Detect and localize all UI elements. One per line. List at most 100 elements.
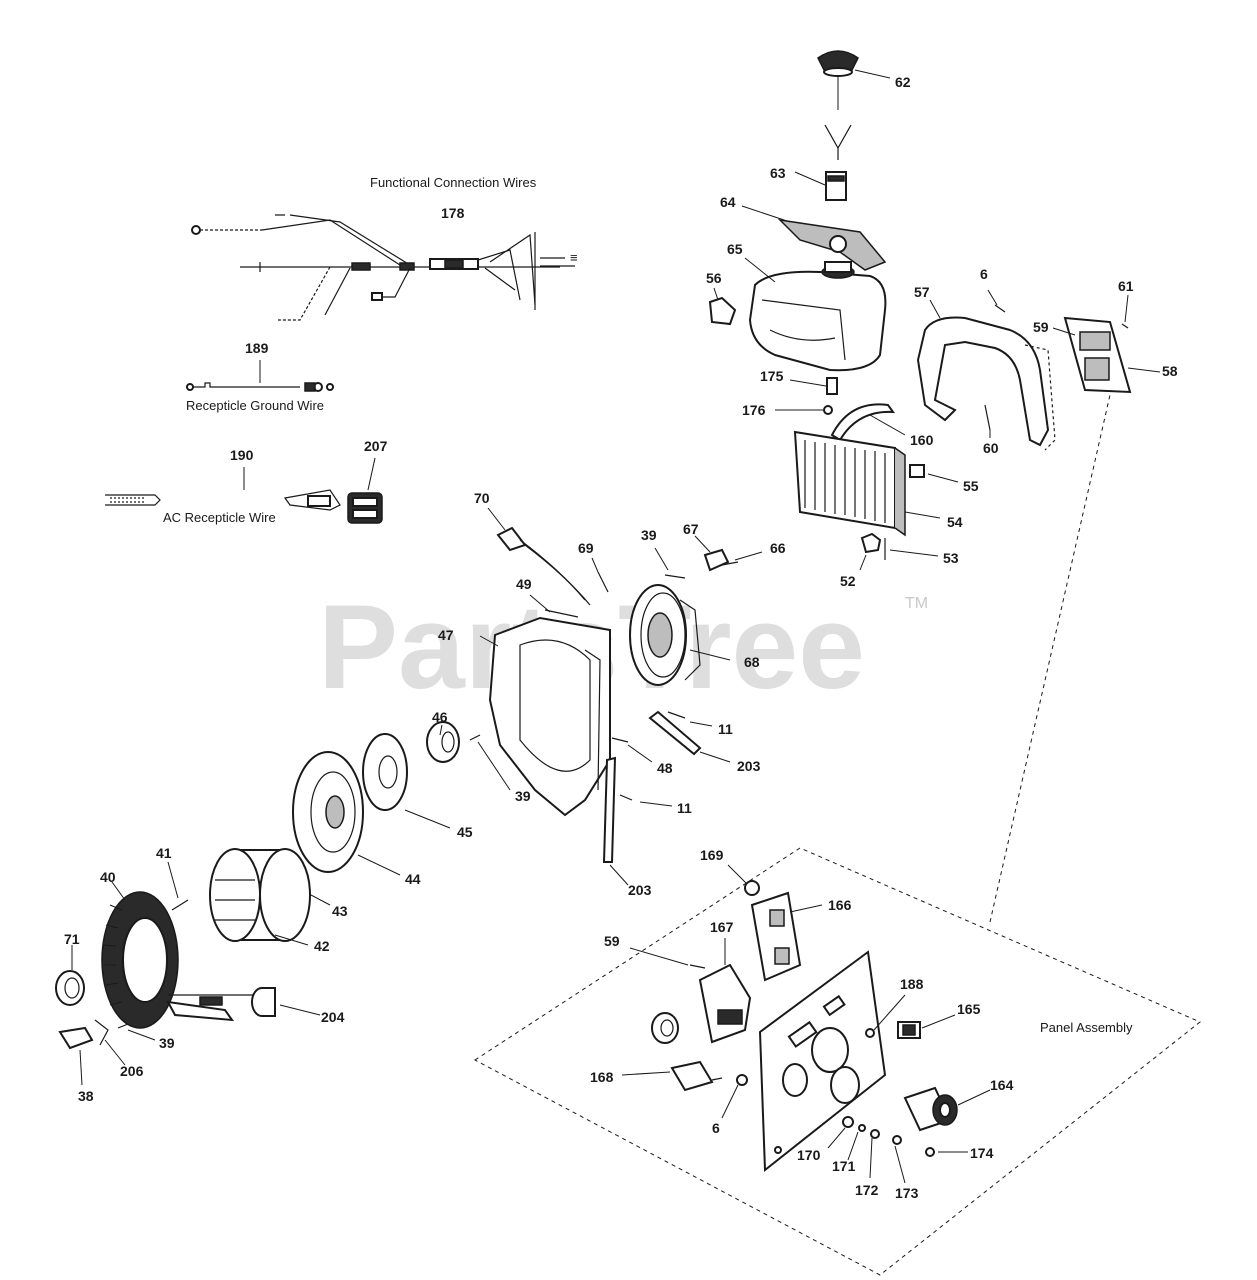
callout-42: 42 (314, 938, 330, 954)
strip-203-upper (648, 710, 731, 763)
callout-68: 68 (744, 654, 760, 670)
hardware-170-174 (827, 1116, 968, 1184)
recepticle-ground-wire (186, 360, 334, 392)
fuel-filter-63 (794, 171, 847, 201)
callout-6-top: 6 (980, 266, 988, 282)
callout-57: 57 (914, 284, 930, 300)
callout-43: 43 (332, 903, 348, 919)
panel-assembly-outline (474, 394, 1201, 1276)
callout-165: 165 (957, 1001, 981, 1017)
callout-53: 53 (943, 550, 959, 566)
callout-55: 55 (963, 478, 979, 494)
callout-48: 48 (657, 760, 673, 776)
callout-171: 171 (832, 1158, 856, 1174)
bolt-48 (611, 737, 653, 763)
callout-172: 172 (855, 1182, 879, 1198)
callout-63: 63 (770, 165, 786, 181)
bracket-69 (591, 557, 609, 593)
callout-70: 70 (474, 490, 490, 506)
bracket-38 (58, 1026, 94, 1086)
callout-41: 41 (156, 845, 172, 861)
clamp-176 (775, 405, 833, 415)
callout-203-upper: 203 (737, 758, 761, 774)
callout-56: 56 (706, 270, 722, 286)
caption-functional-connection-wires: Functional Connection Wires (370, 175, 537, 190)
callout-59-top: 59 (1033, 319, 1049, 335)
callout-169: 169 (700, 847, 724, 863)
callout-62: 62 (895, 74, 911, 90)
callout-38: 38 (78, 1088, 94, 1104)
dc-outlet-164 (903, 1086, 991, 1132)
callout-47: 47 (438, 627, 454, 643)
hub-46 (426, 721, 460, 763)
callout-71: 71 (64, 931, 80, 947)
callout-170: 170 (797, 1147, 821, 1163)
screw-188 (865, 994, 906, 1038)
callout-176: 176 (742, 402, 766, 418)
screw-39-mid (469, 734, 511, 791)
handle-frame-57 (916, 299, 1056, 451)
callout-46: 46 (432, 709, 448, 725)
circuit-breaker-167 (698, 938, 752, 1044)
grommet-55 (909, 464, 959, 483)
callout-69: 69 (578, 540, 594, 556)
bolt-41 (167, 861, 189, 911)
screw-59-top (1052, 327, 1076, 336)
callout-60: 60 (983, 440, 999, 456)
callout-203-lower: 203 (628, 882, 652, 898)
screw-39-low (117, 1023, 156, 1041)
callout-39-mid: 39 (515, 788, 531, 804)
callout-206: 206 (120, 1063, 144, 1079)
receptacle-166 (750, 891, 823, 982)
nut-52 (859, 532, 882, 571)
callout-66: 66 (770, 540, 786, 556)
flywheel-cup-42 (209, 848, 311, 946)
callout-labels: 62 63 64 65 56 6 57 61 59 58 175 176 160… (64, 74, 1178, 1201)
bolt-49 (529, 594, 579, 618)
callout-189: 189 (245, 340, 269, 356)
clamp-206 (94, 1019, 126, 1066)
callout-39-top: 39 (641, 527, 657, 543)
callout-45: 45 (457, 824, 473, 840)
callout-40: 40 (100, 869, 116, 885)
callout-207: 207 (364, 438, 388, 454)
control-panel-58 (1063, 316, 1161, 394)
fuel-tank-65 (744, 257, 887, 372)
screw-11-lower (619, 794, 673, 807)
starter-handle-70 (487, 507, 591, 606)
ring-nut (651, 1012, 679, 1044)
callout-11-upper: 11 (718, 721, 733, 737)
fuel-line-160 (830, 403, 906, 442)
caption-recepticle-ground-wire: Recepticle Ground Wire (186, 398, 324, 413)
callout-160: 160 (910, 432, 934, 448)
stator-leads (166, 994, 260, 1022)
strip-203-lower (602, 756, 629, 886)
callout-167: 167 (710, 919, 734, 935)
callout-58: 58 (1162, 363, 1178, 379)
callout-49: 49 (516, 576, 532, 592)
terminal-block-207 (347, 457, 383, 524)
screw-61 (1121, 294, 1129, 329)
fan-shroud-47 (479, 616, 611, 817)
plate-45 (362, 733, 451, 829)
collar-204 (251, 987, 321, 1017)
callout-11-lower: 11 (677, 800, 692, 816)
callout-166: 166 (828, 897, 852, 913)
callout-61: 61 (1118, 278, 1134, 294)
inverter-54 (793, 430, 941, 537)
bolt-39-top (654, 547, 686, 579)
callout-6-panel: 6 (712, 1120, 720, 1136)
callout-190: 190 (230, 447, 254, 463)
stator-40 (101, 881, 179, 1029)
callout-59-panel: 59 (604, 933, 620, 949)
bolt-60 (984, 404, 991, 438)
callout-54: 54 (947, 514, 963, 530)
screw-53 (884, 538, 939, 560)
tank-gauge-64 (741, 205, 887, 271)
nut-169 (727, 864, 760, 896)
svg-text:≡: ≡ (570, 250, 578, 265)
callout-204: 204 (321, 1009, 345, 1025)
callout-168: 168 (590, 1069, 614, 1085)
callout-65: 65 (727, 241, 743, 257)
